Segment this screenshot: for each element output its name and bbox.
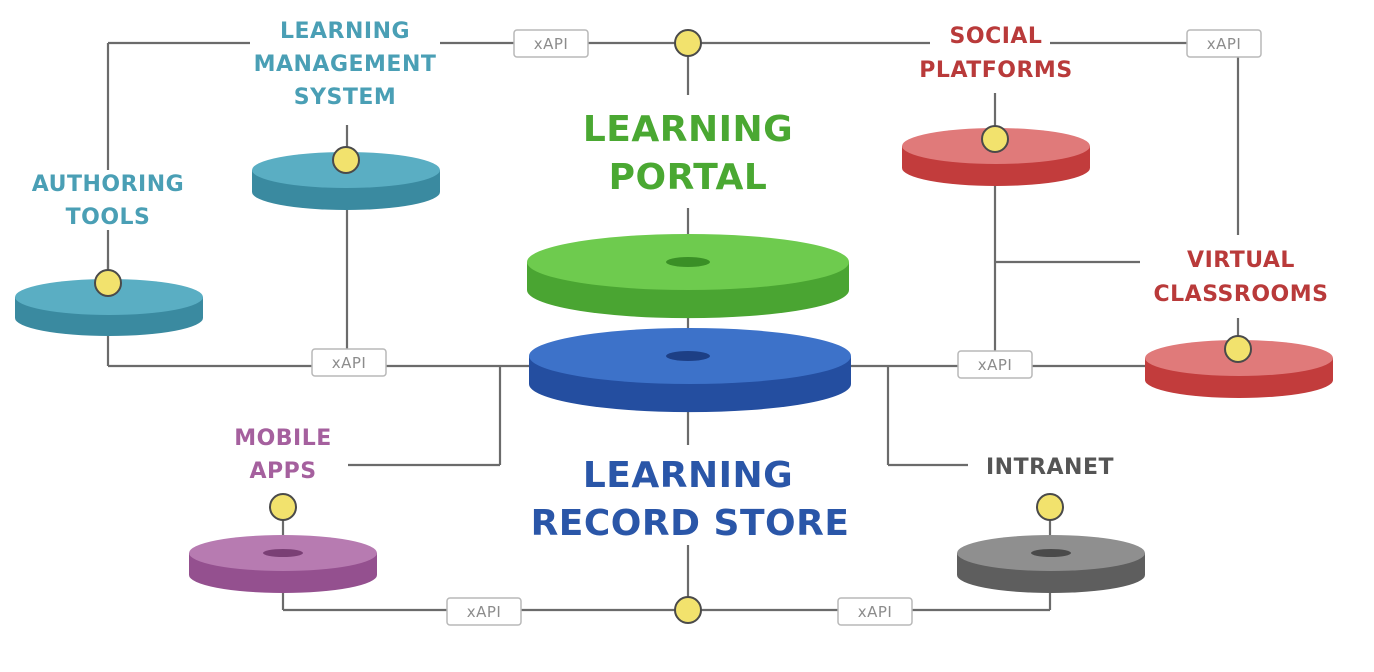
lrs-label-line1: LEARNING [583,455,793,496]
lrs-label: LEARNING RECORD STORE [531,455,850,544]
xapi-label: xAPI [1207,35,1242,53]
authoring-disc [15,279,203,336]
authoring-label: AUTHORING TOOLS [32,172,184,230]
authoring-dot [94,269,122,297]
lms-dot [332,146,360,174]
xapi-badge-mid-right: xAPI [957,350,1033,379]
authoring-label-line1: AUTHORING [32,172,184,197]
lms-disc [252,152,440,210]
bottom-hub-dot [674,596,702,624]
xapi-badge-top-left: xAPI [513,29,589,58]
lms-label: LEARNING MANAGEMENT SYSTEM [254,19,437,110]
xapi-badge-mid-left: xAPI [311,348,387,377]
connector-dots [94,29,1252,624]
authoring-label-line2: TOOLS [66,205,151,230]
mobile-label: MOBILE APPS [234,426,332,484]
xapi-label: xAPI [858,603,893,621]
intranet-label-line1: INTRANET [986,455,1114,480]
xapi-badge-top-right: xAPI [1186,29,1262,58]
intranet-dot [1036,493,1064,521]
lms-label-line1: LEARNING [280,19,410,44]
lms-label-line3: SYSTEM [294,85,397,110]
xapi-badge-bottom-left: xAPI [446,597,522,626]
social-label-line1: SOCIAL [950,24,1043,49]
social-label: SOCIAL PLATFORMS [919,24,1072,83]
intranet-label: INTRANET [986,455,1114,480]
mobile-label-line2: APPS [249,459,316,484]
xapi-badge-bottom-right: xAPI [837,597,913,626]
lrs-label-line2: RECORD STORE [531,503,850,544]
xapi-label: xAPI [467,603,502,621]
xapi-label: xAPI [978,356,1013,374]
top-hub-dot [674,29,702,57]
intranet-disc [957,535,1145,593]
mobile-label-line1: MOBILE [234,426,332,451]
portal-disc [527,234,849,319]
virtual-label-line2: CLASSROOMS [1154,282,1329,307]
virtual-dot [1224,335,1252,363]
social-label-line2: PLATFORMS [919,58,1072,83]
virtual-label: VIRTUAL CLASSROOMS [1154,248,1329,307]
portal-label-line2: PORTAL [609,157,768,198]
social-dot [981,125,1009,153]
xapi-label: xAPI [332,354,367,372]
mobile-dot [269,493,297,521]
lrs-disc [529,328,851,413]
lms-label-line2: MANAGEMENT [254,52,437,77]
mobile-disc [189,535,377,593]
portal-label: LEARNING PORTAL [583,109,793,198]
xapi-label: xAPI [534,35,569,53]
virtual-label-line1: VIRTUAL [1187,248,1295,273]
portal-label-line1: LEARNING [583,109,793,150]
